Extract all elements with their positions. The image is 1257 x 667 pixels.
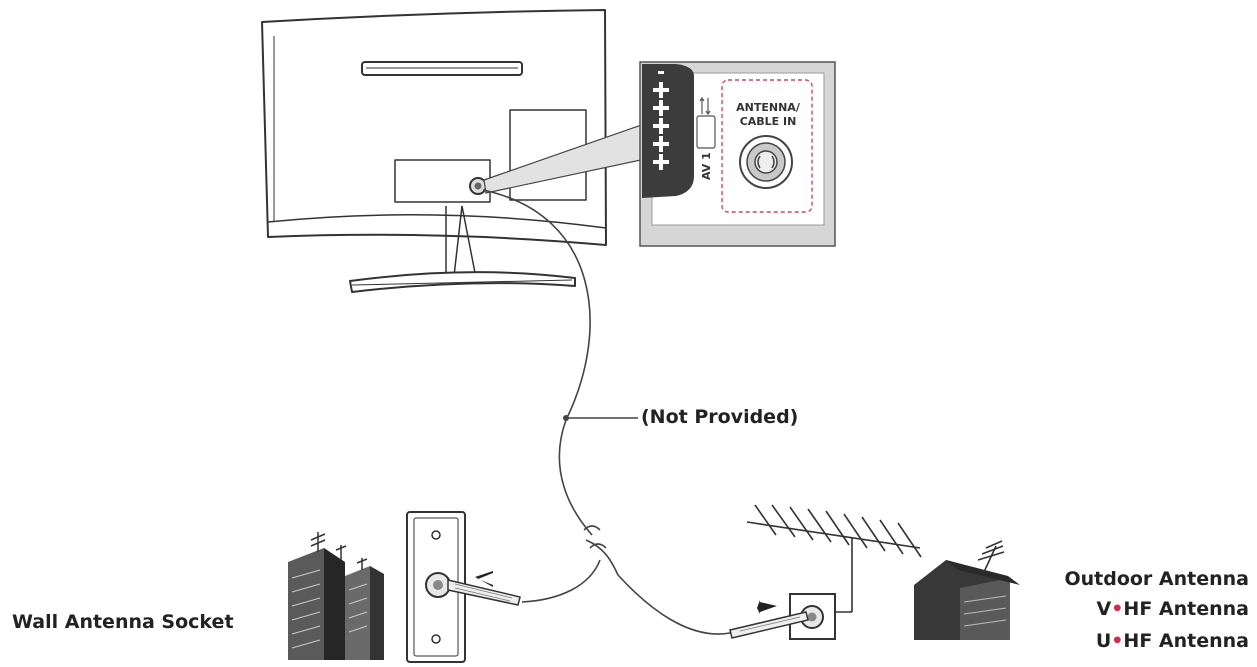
coax-cable	[482, 189, 731, 635]
outdoor-antenna-label: Outdoor Antenna	[1064, 568, 1249, 590]
tv-back-icon	[261, 9, 607, 293]
plug-in-arrow-icon	[475, 571, 493, 587]
av-jack-icon	[696, 96, 716, 149]
accent-dot-icon: •	[1111, 630, 1124, 652]
port-name-line2: CABLE IN	[739, 115, 797, 128]
wall-plug	[447, 579, 521, 606]
uhf-antenna-label: U•HF Antenna	[1096, 630, 1249, 652]
vhf-prefix: V	[1096, 598, 1112, 620]
cable-note-leader	[563, 415, 638, 421]
coax-jack-icon	[739, 135, 793, 189]
wall-socket-label: Wall Antenna Socket	[12, 611, 234, 633]
uhf-prefix: U	[1095, 630, 1112, 652]
outdoor-plug	[729, 611, 809, 639]
port-name-label: ANTENNA/ CABLE IN	[730, 101, 806, 129]
yagi-antenna-icon	[746, 504, 922, 613]
tv-antenna-jack	[469, 177, 487, 195]
port-panel-callout	[639, 61, 836, 247]
uhf-suffix: HF Antenna	[1123, 630, 1249, 652]
av-port-label: AV 1	[700, 152, 713, 180]
accent-dot-icon: •	[1111, 598, 1124, 620]
vhf-antenna-label: V•HF Antenna	[1097, 598, 1249, 620]
house-icon	[914, 540, 1020, 640]
apartment-building-icon	[288, 532, 384, 660]
port-name-line1: ANTENNA/	[736, 101, 800, 114]
vhf-suffix: HF Antenna	[1123, 598, 1249, 620]
cable-note-label: (Not Provided)	[641, 406, 799, 428]
wall-socket-cable	[521, 559, 601, 603]
plug-in-arrow-icon	[757, 600, 777, 614]
